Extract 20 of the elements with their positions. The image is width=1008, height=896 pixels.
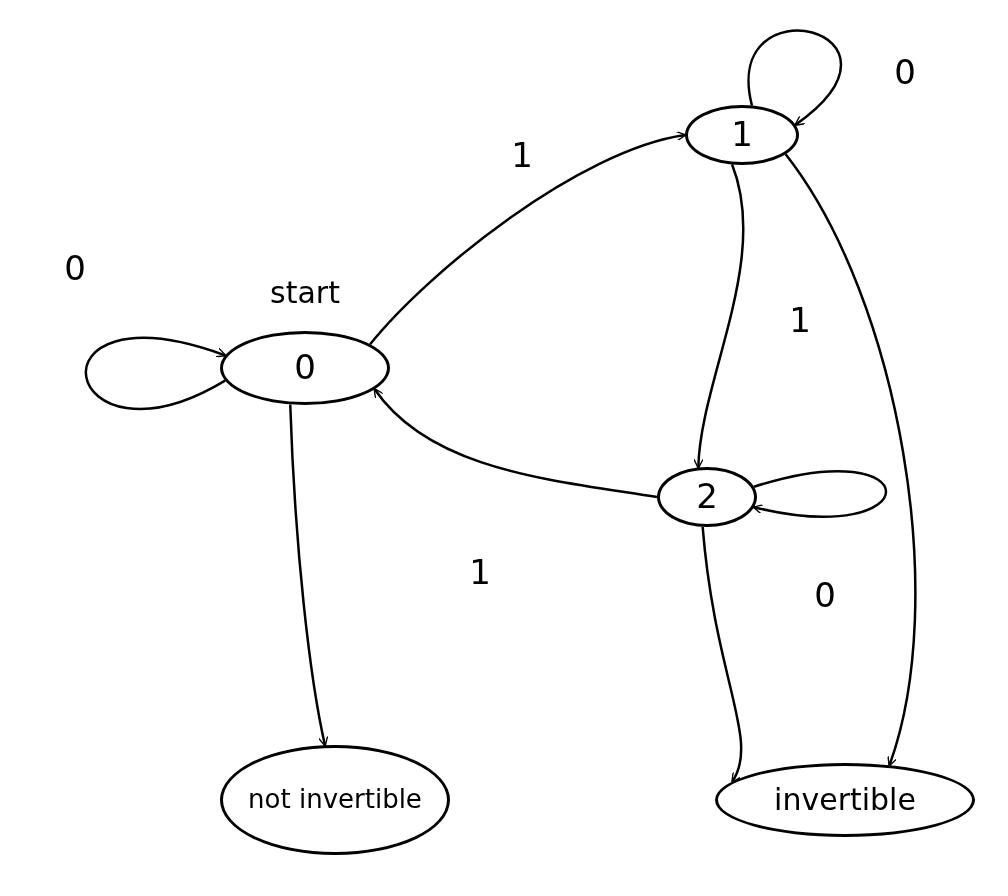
arrow [85, 336, 227, 410]
arrow [289, 404, 329, 747]
state-label: 0 [294, 350, 316, 386]
state-label: not invertible [248, 786, 422, 814]
state-ellipse [220, 331, 390, 405]
state-label: invertible [774, 784, 916, 816]
arrow [693, 164, 745, 470]
state-label: 1 [731, 117, 753, 153]
state-ellipse [657, 467, 757, 527]
arrow [369, 131, 687, 346]
arrow [752, 470, 887, 518]
state-ellipse [220, 745, 450, 855]
state-label: 2 [696, 479, 718, 515]
start-label: start [270, 274, 340, 310]
arrow [373, 387, 658, 499]
state-ellipse [715, 763, 975, 837]
arrow [784, 153, 917, 767]
state-ellipse [685, 105, 799, 165]
arrow [701, 526, 743, 783]
arrow [747, 29, 843, 126]
